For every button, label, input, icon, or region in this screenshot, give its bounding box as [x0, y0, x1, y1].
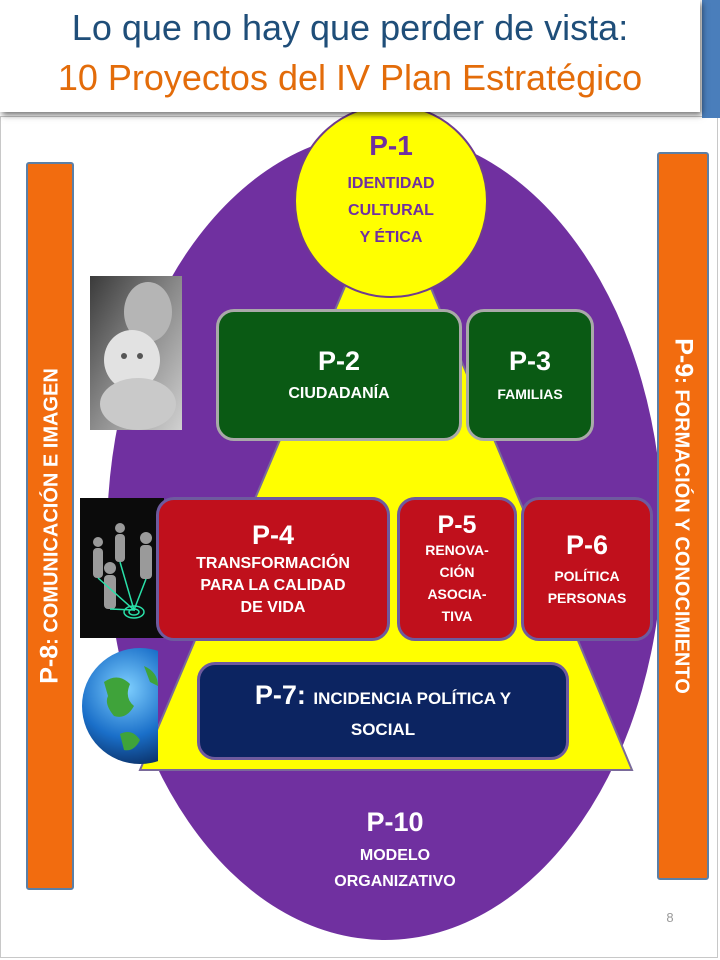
- network-people-photo: [80, 498, 164, 638]
- p1-label-line-3: Y ÉTICA: [359, 229, 423, 246]
- project-p6-box: P-6 POLÍTICA PERSONAS: [521, 497, 653, 641]
- sidebar-p8-comunicacion: P-8: COMUNICACIÓN E IMAGEN: [26, 162, 74, 890]
- p4-label-line-1: TRANSFORMACIÓN: [196, 555, 350, 572]
- project-p2-box: P-2 CIUDADANÍA: [216, 309, 462, 441]
- p10-label-line-1: MODELO: [359, 847, 431, 864]
- p7-label-line-1: INCIDENCIA POLÍTICA Y: [313, 689, 512, 708]
- p4-label-line-3: DE VIDA: [240, 599, 306, 616]
- p1-label-line-1: IDENTIDAD: [347, 175, 435, 192]
- mother-and-baby-photo: [90, 276, 182, 430]
- p5-label-line-2: CIÓN: [439, 564, 475, 580]
- project-p1-circle: P-1 IDENTIDAD CULTURAL Y ÉTICA: [294, 104, 488, 298]
- p10-label-line-2: ORGANIZATIVO: [334, 873, 456, 890]
- project-p4-box: P-4 TRANSFORMACIÓN PARA LA CALIDAD DE VI…: [156, 497, 390, 641]
- p4-label-line-2: PARA LA CALIDAD: [200, 577, 346, 594]
- sidebar-left-code: P-8: [35, 644, 64, 684]
- p6-label-line-1: POLÍTICA: [554, 568, 620, 584]
- p10-code: P-10: [366, 807, 424, 837]
- p5-label-line-3: ASOCIA-: [427, 586, 487, 602]
- p2-code: P-2: [317, 346, 361, 376]
- header-accent-strip: [702, 0, 720, 118]
- p1-code: P-1: [369, 130, 413, 161]
- p2-label: CIUDADANÍA: [288, 385, 390, 402]
- sidebar-left-label: : COMUNICACIÓN E IMAGEN: [40, 368, 63, 645]
- project-p10-label: P-10 MODELO ORGANIZATIVO: [290, 806, 500, 896]
- slide-title: Lo que no hay que perder de vista: 10 Pr…: [0, 0, 700, 112]
- project-p7-box: P-7: INCIDENCIA POLÍTICA Y SOCIAL: [197, 662, 569, 760]
- sidebar-p9-formacion: P-9: FORMACIÓN Y CONOCIMIENTO: [657, 152, 709, 880]
- p7-code: P-7:: [254, 680, 306, 710]
- p6-code: P-6: [565, 530, 609, 560]
- p6-label-line-2: PERSONAS: [547, 590, 627, 606]
- p7-label-line-2: SOCIAL: [350, 720, 416, 739]
- sidebar-right-code: P-9: [669, 338, 698, 378]
- p3-label: FAMILIAS: [497, 386, 563, 402]
- p4-code: P-4: [251, 520, 295, 550]
- project-p3-box: P-3 FAMILIAS: [466, 309, 594, 441]
- p3-code: P-3: [508, 346, 552, 376]
- p5-code: P-5: [437, 511, 477, 539]
- p5-label-line-1: RENOVA-: [425, 542, 489, 558]
- slide-number: 8: [666, 910, 674, 925]
- p1-label-line-2: CULTURAL: [348, 202, 434, 219]
- sidebar-right-label: : FORMACIÓN Y CONOCIMIENTO: [670, 377, 693, 694]
- project-p5-box: P-5 RENOVA- CIÓN ASOCIA- TIVA: [397, 497, 517, 641]
- title-line-2: 10 Proyectos del IV Plan Estratégico: [57, 57, 643, 98]
- globe-icon: [74, 642, 158, 772]
- title-line-1: Lo que no hay que perder de vista:: [71, 7, 629, 48]
- p5-label-line-4: TIVA: [441, 608, 473, 624]
